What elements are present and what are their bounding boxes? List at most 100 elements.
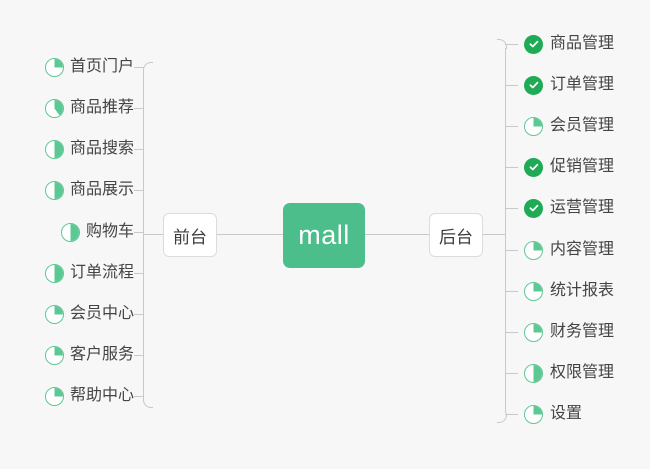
leaf-connector-left-1 [134,108,144,109]
leaf-item-right-1[interactable]: 订单管理 [524,72,614,98]
progress-wedge [525,323,542,341]
progress-wedge [525,282,542,300]
leaf-connector-left-5 [134,273,144,274]
progress-wedge [45,99,63,117]
leaf-item-label: 商品推荐 [69,99,134,116]
right-branch-stem [483,234,505,235]
progress-wedge [45,181,63,199]
progress-wedge [45,305,63,323]
leaf-connector-right-4 [505,208,518,209]
branch-node-frontend-label: 前台 [173,227,207,247]
leaf-item-label: 促销管理 [550,158,615,175]
progress-wedge [45,58,63,76]
progress-icon [44,263,64,283]
leaf-connector-right-5 [505,250,518,251]
leaf-item-right-2[interactable]: 会员管理 [524,113,614,139]
right-bracket-spine [505,48,506,413]
center-node-label: mall [298,220,350,250]
check-circle-icon [524,34,543,54]
progress-icon [44,386,64,406]
progress-icon [524,322,543,342]
leaf-connector-left-8 [134,396,144,397]
trunk-connector-left [217,234,283,235]
leaf-item-label: 客户服务 [69,346,134,363]
leaf-connector-left-2 [134,149,144,150]
leaf-item-right-6[interactable]: 统计报表 [524,278,614,304]
leaf-item-label: 权限管理 [550,364,615,381]
leaf-item-label: 运营管理 [550,199,615,216]
leaf-connector-left-7 [134,355,144,356]
left-branch-stem [143,234,163,235]
leaf-connector-right-1 [505,85,518,86]
progress-wedge [525,364,542,382]
progress-icon [524,240,543,260]
check-circle-icon [524,198,543,218]
progress-wedge [525,241,542,259]
leaf-item-left-5[interactable]: 订单流程 [44,260,134,286]
leaf-item-label: 首页门户 [69,58,134,75]
leaf-item-label: 商品搜索 [69,140,134,157]
progress-wedge [525,117,542,135]
leaf-item-right-9[interactable]: 设置 [524,401,582,427]
leaf-connector-right-3 [505,167,518,168]
progress-wedge [45,387,63,405]
progress-icon [44,304,64,324]
leaf-item-left-4[interactable]: 购物车 [60,219,134,245]
leaf-connector-right-0 [505,44,518,45]
progress-icon [44,57,64,77]
progress-icon [44,98,64,118]
leaf-item-label: 统计报表 [550,282,615,299]
progress-icon [44,139,64,159]
leaf-item-label: 订单管理 [550,76,615,93]
progress-wedge [45,346,63,364]
leaf-connector-right-7 [505,332,518,333]
leaf-item-right-0[interactable]: 商品管理 [524,31,614,57]
leaf-item-right-8[interactable]: 权限管理 [524,360,614,386]
leaf-item-right-3[interactable]: 促销管理 [524,154,614,180]
trunk-connector-right [365,234,429,235]
progress-icon [524,363,543,383]
center-node-mall[interactable]: mall [283,203,365,268]
leaf-connector-left-0 [134,67,144,68]
leaf-connector-right-6 [505,291,518,292]
leaf-connector-left-4 [134,232,144,233]
leaf-item-left-0[interactable]: 首页门户 [44,54,134,80]
leaf-item-label: 财务管理 [550,323,615,340]
leaf-item-left-2[interactable]: 商品搜索 [44,136,134,162]
leaf-item-label: 帮助中心 [69,387,134,404]
leaf-item-label: 设置 [550,405,583,422]
leaf-item-label: 订单流程 [69,264,134,281]
leaf-item-left-8[interactable]: 帮助中心 [44,383,134,409]
leaf-item-label: 商品展示 [69,181,134,198]
leaf-connector-left-3 [134,190,144,191]
leaf-connector-right-2 [505,126,518,127]
leaf-item-label: 会员中心 [69,305,134,322]
leaf-item-left-3[interactable]: 商品展示 [44,177,134,203]
branch-node-backend-label: 后台 [439,227,473,247]
leaf-item-right-4[interactable]: 运营管理 [524,195,614,221]
leaf-item-left-7[interactable]: 客户服务 [44,342,134,368]
progress-wedge [45,140,63,158]
progress-icon [60,222,80,242]
check-circle-icon [524,75,543,95]
leaf-connector-right-9 [505,414,518,415]
progress-wedge [45,264,63,282]
progress-icon [524,116,543,136]
progress-icon [44,345,64,365]
leaf-item-left-1[interactable]: 商品推荐 [44,95,134,121]
branch-node-backend[interactable]: 后台 [429,213,483,257]
leaf-item-right-7[interactable]: 财务管理 [524,319,614,345]
leaf-item-label: 内容管理 [550,241,615,258]
progress-icon [524,404,543,424]
leaf-item-left-6[interactable]: 会员中心 [44,301,134,327]
left-bracket-bottom-cap [143,398,153,408]
progress-icon [44,180,64,200]
left-bracket-top-cap [143,62,153,72]
leaf-item-label: 会员管理 [550,117,615,134]
leaf-item-right-5[interactable]: 内容管理 [524,237,614,263]
branch-node-frontend[interactable]: 前台 [163,213,217,257]
leaf-item-label: 购物车 [85,223,134,240]
leaf-connector-right-8 [505,373,518,374]
progress-wedge [61,223,79,241]
